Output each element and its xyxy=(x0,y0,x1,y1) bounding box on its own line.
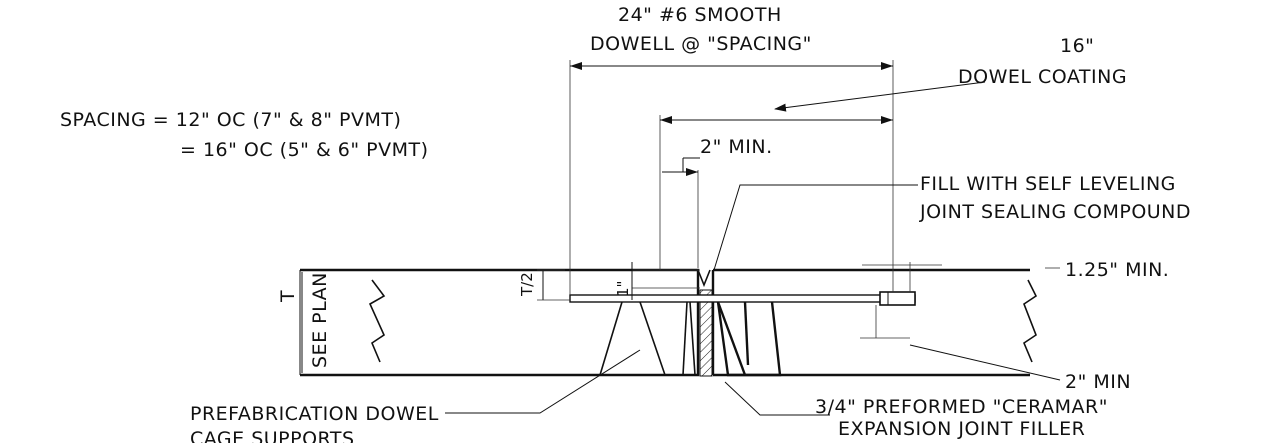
dowel-size-label-1: 24" #6 SMOOTH xyxy=(618,4,782,26)
cage-label-1: PREFABRICATION DOWEL xyxy=(190,403,439,425)
dowel-bar xyxy=(569,291,916,306)
cage-label-2: CAGE SUPPORTS xyxy=(190,428,355,443)
coating-length-dimension xyxy=(659,81,986,270)
two-inch-min-bottom-label: 2" MIN xyxy=(1065,371,1131,393)
joint-sealant xyxy=(697,269,711,288)
half-thickness-dimension xyxy=(537,269,570,301)
cage-leader xyxy=(445,349,641,414)
expansion-joint-filler xyxy=(699,289,713,377)
spacing-label-2: = 16" OC (5" & 6" PVMT) xyxy=(180,139,429,161)
right-slab xyxy=(711,268,1038,377)
see-plan-label: SEE PLAN xyxy=(309,272,331,368)
dowel-size-label-2: DOWELL @ "SPACING" xyxy=(590,33,812,55)
dowel-coating-label-2: DOWEL COATING xyxy=(958,66,1127,88)
clearance-dimension xyxy=(862,262,1060,292)
fill-leader xyxy=(713,184,918,271)
filler-label-1: 3/4" PREFORMED "CERAMAR" xyxy=(815,396,1108,418)
clearance-label: 1.25" MIN. xyxy=(1065,259,1169,281)
two-inch-min-bottom-dimension xyxy=(860,305,1061,381)
one-inch-label: 1" xyxy=(614,281,632,297)
spacing-label-1: SPACING = 12" OC (7" & 8" PVMT) xyxy=(60,109,401,131)
half-thickness-label: T/2 xyxy=(518,272,536,297)
two-inch-min-top-label: 2" MIN. xyxy=(700,136,773,158)
fill-label-1: FILL WITH SELF LEVELING xyxy=(920,173,1176,195)
two-inch-min-top-dimension xyxy=(662,157,700,268)
filler-leader xyxy=(724,381,830,416)
dowel-length-dimension xyxy=(569,60,894,295)
left-slab xyxy=(299,268,700,377)
filler-label-2: EXPANSION JOINT FILLER xyxy=(838,418,1085,440)
one-inch-dimension xyxy=(631,262,700,300)
dowel-cage-supports xyxy=(599,301,782,377)
thickness-label: T xyxy=(277,290,299,303)
fill-label-2: JOINT SEALING COMPOUND xyxy=(919,201,1191,223)
dowel-coating-label-1: 16" xyxy=(1060,35,1094,57)
